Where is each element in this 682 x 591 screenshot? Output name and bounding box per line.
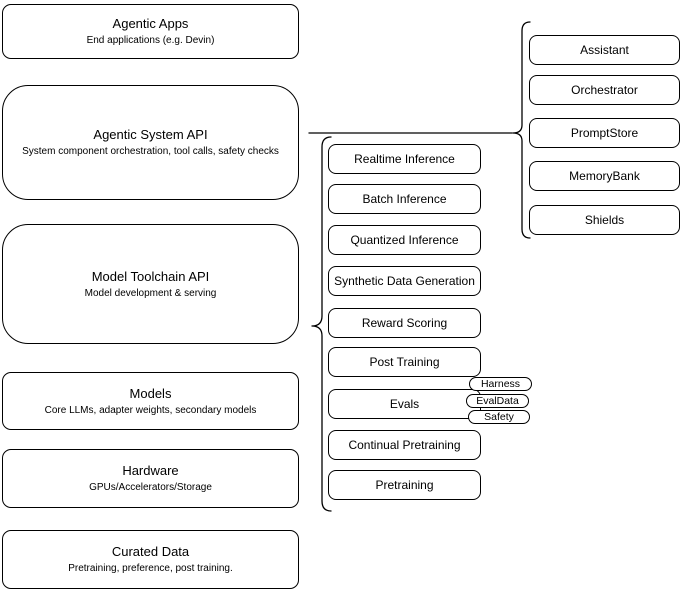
node-title: Model Toolchain API — [91, 268, 210, 284]
node-models: Models Core LLMs, adapter weights, secon… — [2, 372, 299, 430]
node-subtitle: Core LLMs, adapter weights, secondary mo… — [44, 404, 257, 416]
node-memorybank: MemoryBank — [529, 161, 680, 191]
node-orchestrator: Orchestrator — [529, 75, 680, 105]
node-title: Models — [129, 385, 172, 401]
node-title: Curated Data — [111, 544, 190, 559]
middle-group-brace — [311, 136, 332, 512]
node-hardware: Hardware GPUs/Accelerators/Storage — [2, 449, 299, 508]
node-post-training: Post Training — [328, 347, 481, 377]
node-quantized-inference: Quantized Inference — [328, 225, 481, 255]
node-agentic-system-api: Agentic System API System component orch… — [2, 85, 299, 200]
node-agentic-apps: Agentic Apps End applications (e.g. Devi… — [2, 4, 299, 59]
node-synthetic-data-generation: Synthetic Data Generation — [328, 266, 481, 296]
node-realtime-inference: Realtime Inference — [328, 144, 481, 174]
pill-harness: Harness — [469, 377, 532, 391]
pill-evaldata: EvalData — [466, 394, 529, 408]
node-title: Agentic Apps — [112, 16, 189, 31]
node-shields: Shields — [529, 205, 680, 235]
node-subtitle: Model development & serving — [84, 287, 217, 299]
node-title: Hardware — [122, 463, 179, 478]
node-subtitle: Pretraining, preference, post training. — [68, 563, 233, 574]
node-title: Agentic System API — [93, 127, 208, 142]
node-curated-data: Curated Data Pretraining, preference, po… — [2, 530, 299, 589]
node-subtitle: GPUs/Accelerators/Storage — [89, 482, 212, 493]
pill-safety: Safety — [468, 410, 530, 424]
node-batch-inference: Batch Inference — [328, 184, 481, 214]
node-model-toolchain-api: Model Toolchain API Model development & … — [2, 224, 299, 344]
node-assistant: Assistant — [529, 35, 680, 65]
node-reward-scoring: Reward Scoring — [328, 308, 481, 338]
node-subtitle: System component orchestration, tool cal… — [22, 146, 279, 157]
node-subtitle: End applications (e.g. Devin) — [86, 35, 215, 46]
node-continual-pretraining: Continual Pretraining — [328, 430, 481, 460]
node-evals: Evals — [328, 389, 481, 419]
node-pretraining: Pretraining — [328, 470, 481, 500]
node-promptstore: PromptStore — [529, 118, 680, 148]
right-group-brace — [512, 21, 531, 239]
